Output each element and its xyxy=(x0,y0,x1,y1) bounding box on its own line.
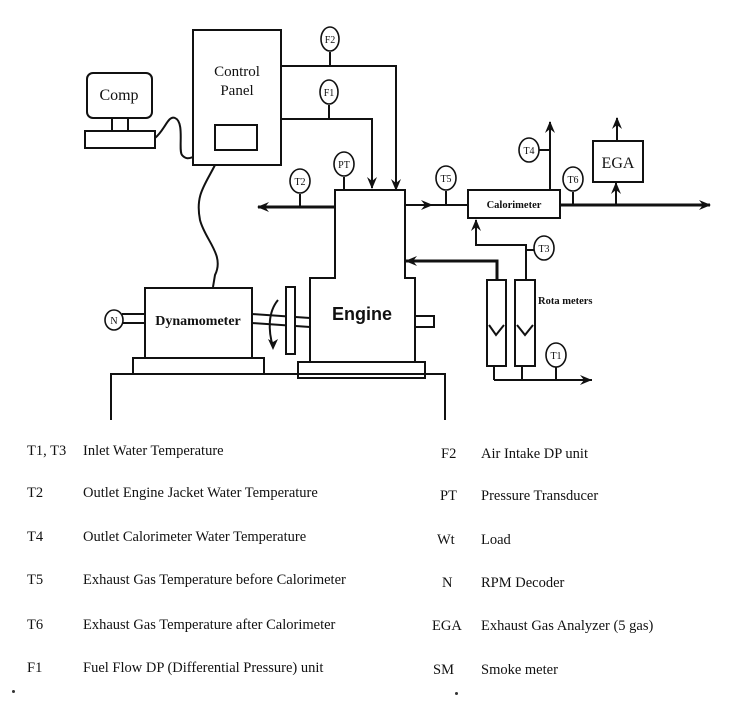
air-intake-line xyxy=(281,65,401,191)
fuel-line xyxy=(281,118,377,189)
legend-code: F1 xyxy=(27,660,43,676)
legend-code: SM xyxy=(433,662,454,678)
f2-sensor-label: F2 xyxy=(325,35,336,46)
legend-description: Load xyxy=(481,532,511,548)
legend-description: Inlet Water Temperature xyxy=(83,443,224,459)
legend-code: N xyxy=(442,575,453,591)
t6-sensor-icon xyxy=(562,166,584,192)
control-panel-label-line2: Panel xyxy=(220,83,253,99)
computer-keyboard xyxy=(84,130,156,149)
dynamometer: Dynamometer xyxy=(132,287,265,375)
legend-description: Air Intake DP unit xyxy=(481,446,588,462)
speck xyxy=(12,690,15,693)
t6-sensor-label: T6 xyxy=(567,175,578,186)
legend-description: Exhaust Gas Temperature before Calorimet… xyxy=(83,572,346,588)
test-bed xyxy=(110,373,446,420)
legend-description: Outlet Calorimeter Water Temperature xyxy=(83,529,307,545)
rotameters: Rota meters xyxy=(486,279,593,367)
f1-sensor-label: F1 xyxy=(324,88,335,99)
pt-sensor-icon xyxy=(333,151,355,177)
t4-sensor-icon xyxy=(518,137,540,163)
n-sensor-label: N xyxy=(110,316,117,327)
t5-sensor-label: T5 xyxy=(440,174,451,185)
engine-water-inlet-line xyxy=(405,256,499,285)
t1-sensor-label: T1 xyxy=(550,351,561,362)
legend-code: T6 xyxy=(27,617,44,633)
t3-sensor-label: T3 xyxy=(538,244,549,255)
legend-description: Pressure Transducer xyxy=(481,488,599,504)
legend-description: Outlet Engine Jacket Water Temperature xyxy=(83,485,318,501)
coupling-shaft xyxy=(251,313,311,319)
control-panel-display xyxy=(214,124,258,151)
t4-sensor-label: T4 xyxy=(523,146,534,157)
calorimeter-label: Calorimeter xyxy=(487,200,542,211)
computer-monitor xyxy=(86,72,153,119)
engine-label: Engine xyxy=(332,304,392,324)
dynamometer-base xyxy=(132,357,265,375)
n-sensor-icon xyxy=(104,309,124,331)
t5-sensor-icon xyxy=(435,165,457,191)
t3-sensor-icon xyxy=(533,235,555,261)
computer: Comp xyxy=(84,72,156,149)
control-panel-label-line1: Control xyxy=(214,64,260,80)
t2-sensor-icon xyxy=(289,168,311,194)
legend-code: Wt xyxy=(437,532,455,548)
control-panel: Control Panel xyxy=(192,29,282,166)
legend-code: T2 xyxy=(27,485,44,501)
rotameter-1 xyxy=(486,279,507,367)
legend-code: T5 xyxy=(27,572,44,588)
ega-label: EGA xyxy=(602,155,635,172)
rotameters-label: Rota meters xyxy=(538,296,593,307)
legend-code: PT xyxy=(440,488,457,504)
flywheel xyxy=(285,286,296,355)
speck xyxy=(455,692,458,695)
legend-description: Exhaust Gas Analyzer (5 gas) xyxy=(481,618,654,634)
computer-cable xyxy=(154,116,194,160)
legend-description: RPM Decoder xyxy=(481,575,565,591)
dynamometer-label: Dynamometer xyxy=(155,314,241,329)
legend-code: EGA xyxy=(432,618,462,634)
legend-code: T4 xyxy=(27,529,44,545)
engine-base xyxy=(297,361,426,379)
calorimeter-water-inlet-line xyxy=(471,219,527,285)
legend-description: Exhaust Gas Temperature after Calorimete… xyxy=(83,617,336,633)
engine-body xyxy=(309,189,416,363)
legend-code: F2 xyxy=(441,446,457,462)
t1-sensor-icon xyxy=(545,342,567,368)
dynamometer-cable xyxy=(197,164,219,288)
legend-description: Smoke meter xyxy=(481,662,558,678)
f1-sensor-icon xyxy=(319,79,339,105)
computer-label: Comp xyxy=(99,87,138,104)
engine-shaft-end xyxy=(414,315,435,328)
legend-code: T1, T3 xyxy=(27,443,67,459)
t2-sensor-label: T2 xyxy=(294,177,305,188)
pt-sensor-label: PT xyxy=(338,160,350,171)
f2-sensor-icon xyxy=(320,26,340,52)
engine: Engine xyxy=(297,189,435,379)
rotameter-2 xyxy=(514,279,536,367)
engine-test-setup-diagram: Comp Control Panel F2 F1 Engine PT T2 T5 xyxy=(84,26,711,420)
legend-description: Fuel Flow DP (Differential Pressure) uni… xyxy=(83,660,324,676)
